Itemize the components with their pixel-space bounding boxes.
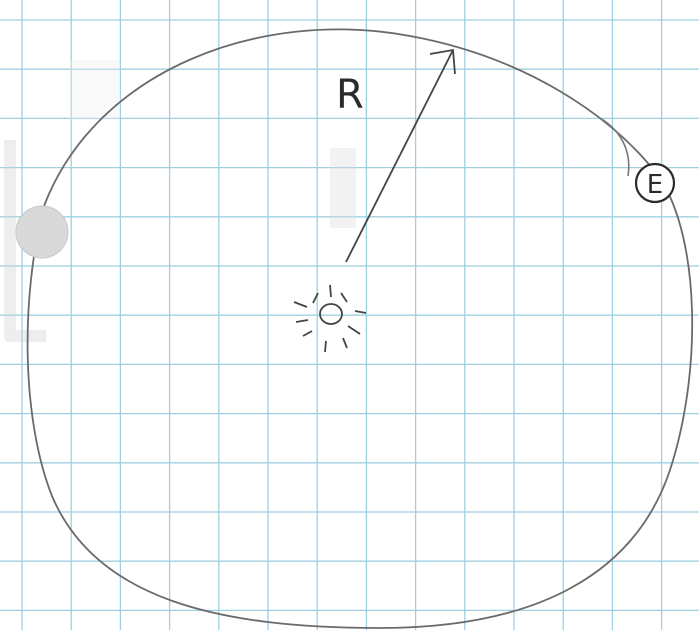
planet-disc-icon	[16, 206, 68, 258]
radius-label: R	[336, 72, 364, 118]
earth-label: E	[647, 170, 663, 200]
earth-icon: E	[636, 164, 674, 202]
